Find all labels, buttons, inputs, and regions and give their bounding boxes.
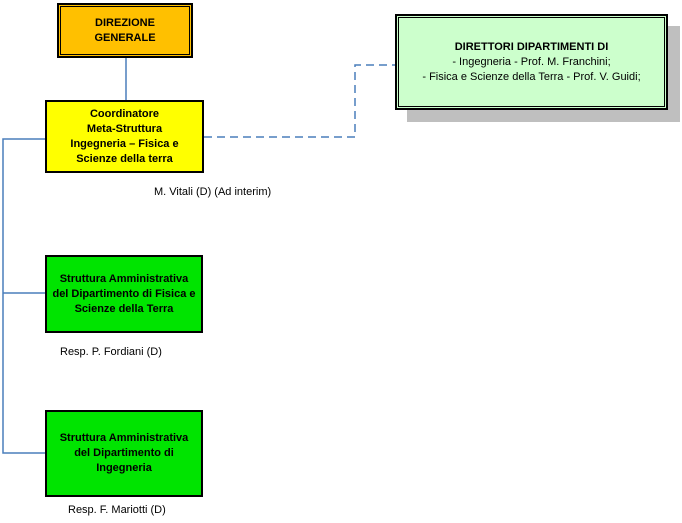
box-struttura-ingegneria-label: Struttura Amministrativa del Dipartiment… [59,432,189,474]
box-direttori-line-ingegneria: - Ingegneria - Prof. M. Franchini; [452,55,611,68]
label-responsabile-vitali: M. Vitali (D) (Ad interim) [154,186,272,198]
box-direttori-frame: DIRETTORI DIPARTIMENTI DI - Ingegneria -… [398,17,665,107]
box-direzione-generale-frame: DIREZIONE GENERALE [60,6,190,55]
box-coordinatore-meta-struttura: Coordinatore Meta-Struttura Ingegneria –… [45,100,204,173]
connector-left-trunk [2,138,45,454]
box-struttura-ingegneria: Struttura Amministrativa del Dipartiment… [45,410,203,497]
box-direttori-heading: DIRETTORI DIPARTIMENTI DI [454,40,609,53]
connector-dashed-to-direttori [204,64,395,138]
box-direzione-generale-label: DIREZIONE GENERALE [94,16,156,44]
box-struttura-fisica-label: Struttura Amministrativa del Dipartiment… [52,272,196,315]
box-struttura-fisica: Struttura Amministrativa del Dipartiment… [45,255,203,333]
label-responsabile-fordiani: Resp. P. Fordiani (D) [60,346,162,358]
box-direttori-dipartimenti: DIRETTORI DIPARTIMENTI DI - Ingegneria -… [395,14,668,110]
label-responsabile-mariotti: Resp. F. Mariotti (D) [68,504,166,516]
box-direttori-line-fisica: - Fisica e Scienze della Terra - Prof. V… [422,70,641,83]
box-direzione-generale: DIREZIONE GENERALE [57,3,193,58]
box-coordinatore-label: Coordinatore Meta-Struttura Ingegneria –… [70,107,179,165]
